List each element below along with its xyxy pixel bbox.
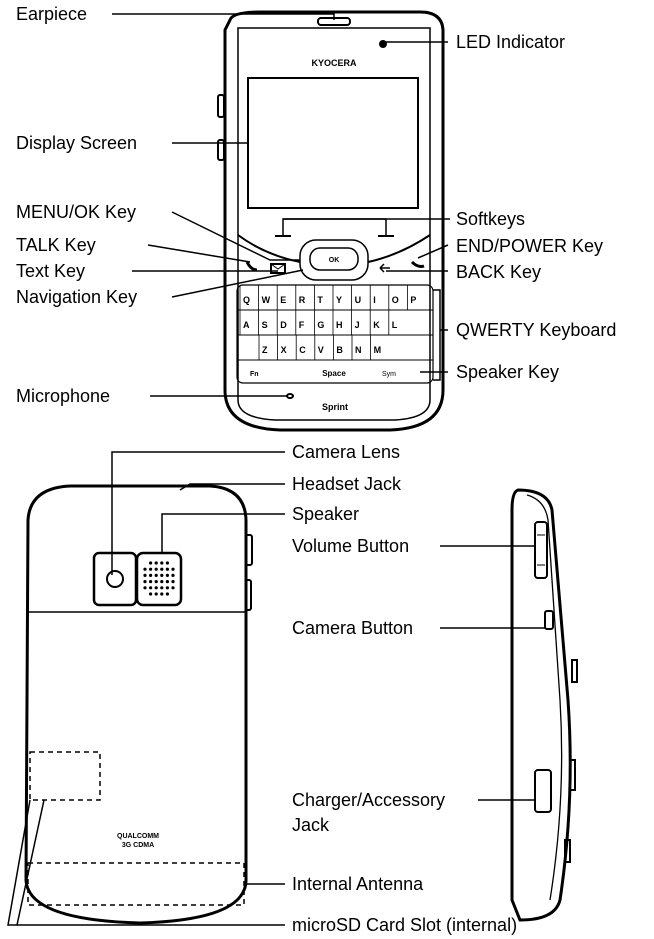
key-h: H [336, 320, 343, 330]
label-led-indicator: LED Indicator [456, 32, 566, 52]
label-text-key: Text Key [16, 261, 86, 281]
volume-button [534, 521, 548, 579]
key-i: I [373, 295, 376, 305]
label-navigation-key: Navigation Key [16, 287, 138, 307]
label-microsd-slot: microSD Card Slot (internal) [292, 915, 518, 935]
space-label: Space [322, 369, 346, 378]
qualcomm-line2: 3G CDMA [122, 842, 154, 849]
qwerty-keyboard [236, 284, 434, 384]
label-camera-button: Camera Button [292, 618, 414, 638]
key-a: A [243, 320, 250, 330]
back-key-icon [379, 263, 390, 273]
key-m: M [374, 345, 382, 355]
display-screen [247, 77, 419, 209]
front-phone [217, 10, 445, 432]
key-e: E [280, 295, 286, 305]
back-phone [24, 484, 253, 925]
key-y: Y [336, 295, 342, 305]
key-l: L [392, 320, 398, 330]
back-speaker [135, 551, 183, 607]
ok-key [309, 247, 359, 271]
charger-jack [534, 769, 552, 813]
key-j: J [355, 320, 360, 330]
camera-lens [92, 551, 138, 607]
label-microphone: Microphone [16, 386, 111, 406]
key-o: O [392, 295, 399, 305]
key-c: C [299, 345, 306, 355]
label-charger-line2: Jack [292, 815, 330, 835]
key-f: F [299, 320, 305, 330]
label-softkeys: Softkeys [456, 209, 526, 229]
microphone [286, 393, 294, 399]
text-key-icon [270, 263, 286, 274]
label-headset-jack: Headset Jack [292, 474, 402, 494]
label-volume-button: Volume Button [292, 536, 410, 556]
key-u: U [355, 295, 362, 305]
label-talk-key: TALK Key [16, 235, 96, 255]
key-d: D [280, 320, 287, 330]
ok-label: OK [329, 257, 340, 264]
label-speaker-key: Speaker Key [456, 362, 560, 382]
brand-logo-text: KYOCERA [311, 58, 357, 68]
carrier-logo-text: Sprint [322, 402, 348, 412]
key-p: P [410, 295, 416, 305]
key-r: R [299, 295, 306, 305]
label-end-power-key: END/POWER Key [456, 236, 604, 256]
label-camera-lens: Camera Lens [292, 442, 401, 462]
key-n: N [355, 345, 362, 355]
internal-antenna-area [27, 862, 245, 906]
led-indicator [379, 40, 387, 48]
qualcomm-line1: QUALCOMM [117, 833, 159, 840]
label-speaker: Speaker [292, 504, 360, 524]
key-s: S [262, 320, 268, 330]
camera-button [544, 610, 554, 630]
label-menu-ok-key: MENU/OK Key [16, 202, 137, 222]
key-v: V [318, 345, 324, 355]
label-display-screen: Display Screen [16, 133, 138, 153]
key-x: X [281, 345, 287, 355]
key-w: W [262, 295, 271, 305]
leader-lines [7, 13, 545, 926]
talk-key-icon [245, 261, 258, 272]
end-key-icon [410, 260, 425, 268]
label-qwerty-keyboard: QWERTY Keyboard [456, 320, 617, 340]
key-z: Z [262, 345, 268, 355]
key-k: K [373, 320, 380, 330]
sym-label: Sym [382, 371, 396, 378]
key-g: G [317, 320, 324, 330]
microsd-slot-area [29, 751, 101, 801]
label-back-key: BACK Key [456, 262, 542, 282]
label-charger-line1: Charger/Accessory [292, 790, 446, 810]
key-b: B [336, 345, 343, 355]
fn-label: Fn [250, 371, 259, 378]
side-phone [510, 488, 578, 922]
label-earpiece: Earpiece [16, 4, 88, 24]
key-t: T [317, 295, 323, 305]
label-internal-antenna: Internal Antenna [292, 874, 424, 894]
key-q: Q [243, 295, 250, 305]
